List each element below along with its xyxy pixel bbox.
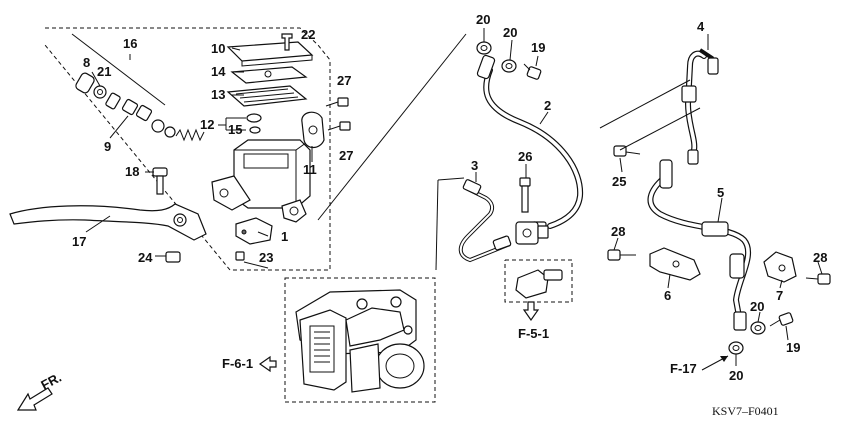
callout-19-upper: 19 xyxy=(531,40,545,55)
callout-9: 9 xyxy=(104,139,111,154)
abs-modulator xyxy=(295,289,425,393)
master-piston-set xyxy=(71,33,205,142)
ref-f51-label: F-5-1 xyxy=(518,326,549,341)
ref-f51: F-5-1 xyxy=(518,301,549,341)
callout-numbers: 1 2 3 4 5 6 7 8 9 10 11 12 13 14 15 16 1… xyxy=(72,12,827,383)
brake-lever xyxy=(9,203,207,241)
front-hose-lower xyxy=(647,159,752,331)
callout-16: 16 xyxy=(123,36,137,51)
switch-screw xyxy=(235,251,245,261)
hose-clamp-right xyxy=(763,251,797,283)
callout-28-right: 28 xyxy=(813,250,827,265)
holder-bolt-upper xyxy=(325,97,349,107)
ref-f17-arrowhead-icon xyxy=(720,356,728,362)
callout-20-c: 20 xyxy=(750,299,764,314)
callout-3: 3 xyxy=(471,158,478,173)
callout-26: 26 xyxy=(518,149,532,164)
reservoir-cap-stack xyxy=(226,33,314,134)
callout-4: 4 xyxy=(697,19,705,34)
abs-modulator-outline xyxy=(284,277,436,403)
callout-8: 8 xyxy=(83,55,90,70)
brake-pipe xyxy=(458,179,512,263)
callout-23: 23 xyxy=(259,250,273,265)
callout-20-b: 20 xyxy=(503,25,517,40)
brake-light-switch xyxy=(235,217,273,245)
joint-bolt xyxy=(519,177,531,213)
ref-f61-arrow-icon xyxy=(258,355,277,373)
joint-detail xyxy=(515,269,563,299)
ref-f17: F-17 xyxy=(670,355,729,376)
callout-27-lower: 27 xyxy=(339,148,353,163)
callout-1: 1 xyxy=(281,229,288,244)
joint-detail-outline xyxy=(504,259,573,303)
brake-hose-joint xyxy=(515,221,549,245)
callout-12: 12 xyxy=(200,117,214,132)
sealing-washers xyxy=(476,41,766,355)
master-cylinder-holder xyxy=(301,111,325,149)
drawing-code: KSV7–F0401 xyxy=(712,404,779,418)
callout-17: 17 xyxy=(72,234,86,249)
ref-f17-label: F-17 xyxy=(670,361,697,376)
callout-10: 10 xyxy=(211,41,225,56)
bolt-25 xyxy=(613,145,641,157)
callout-14: 14 xyxy=(211,64,226,79)
callout-28-left: 28 xyxy=(611,224,625,239)
lever-pivot-nut xyxy=(165,251,181,263)
callout-19-lower: 19 xyxy=(786,340,800,355)
bolt-upper-19 xyxy=(523,63,542,80)
callout-25: 25 xyxy=(612,174,626,189)
front-label: FR. xyxy=(38,370,64,393)
callout-7: 7 xyxy=(776,288,783,303)
callout-21: 21 xyxy=(97,64,111,79)
ref-f51-arrow-icon xyxy=(522,301,540,322)
callout-27-upper: 27 xyxy=(337,73,351,88)
hose-clamp-left xyxy=(649,247,701,281)
callout-13: 13 xyxy=(211,87,225,102)
ref-f61-label: F-6-1 xyxy=(222,356,253,371)
front-hose-upper xyxy=(681,48,719,165)
callout-24: 24 xyxy=(138,250,153,265)
callout-18: 18 xyxy=(125,164,139,179)
bolt-28-left xyxy=(607,249,636,261)
callout-15: 15 xyxy=(228,122,242,137)
callout-22: 22 xyxy=(301,27,315,42)
callout-11: 11 xyxy=(303,162,317,177)
holder-bolt-lower xyxy=(327,121,351,131)
callout-20-d: 20 xyxy=(729,368,743,383)
callout-20-a: 20 xyxy=(476,12,490,27)
lever-pivot-bolt xyxy=(152,167,168,195)
bolt-28-right xyxy=(805,273,831,285)
master-cylinder-group-outline xyxy=(44,27,331,271)
front-arrow-icon xyxy=(16,387,53,411)
leader-lines xyxy=(85,28,823,366)
ref-f61: F-6-1 xyxy=(222,355,277,373)
callout-2: 2 xyxy=(544,98,551,113)
master-cylinder-body xyxy=(211,139,311,223)
front-direction-indicator: FR. xyxy=(16,370,64,411)
callout-6: 6 xyxy=(664,288,671,303)
callout-5: 5 xyxy=(717,185,724,200)
section-break-lines xyxy=(317,33,701,271)
bolt-lower-19 xyxy=(769,312,794,327)
